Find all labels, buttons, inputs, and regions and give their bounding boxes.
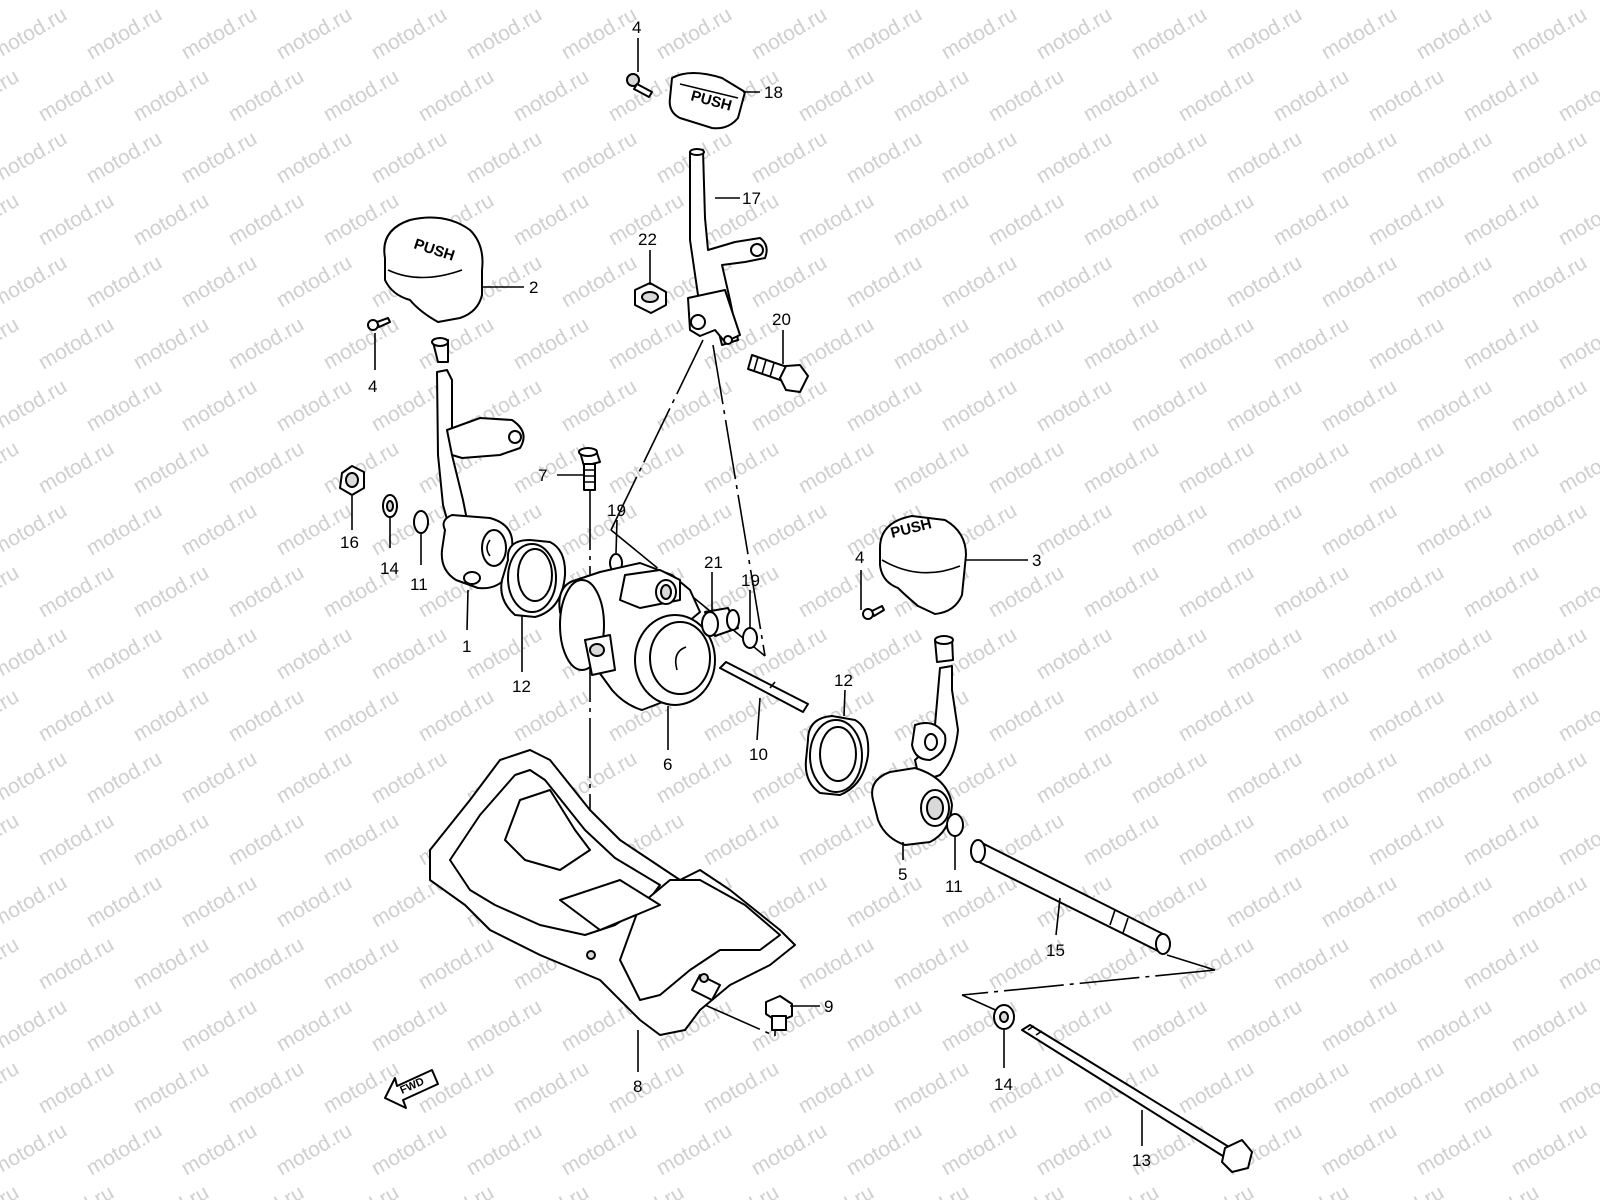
bolt-4-top [626,73,653,98]
shift-arm-5 [871,635,959,846]
knob-cover-18: PUSH [668,72,746,130]
knob-3: PUSH [879,515,967,615]
washer-14-left [382,494,398,518]
callout-6: 6 [663,755,672,774]
callout-14-left: 14 [380,559,399,578]
leader-lines [351,38,1143,1146]
callout-16: 16 [340,533,359,552]
bracket-8 [429,749,796,1036]
callout-labels: 4 18 17 22 2 20 4 7 19 16 14 11 1 12 21 … [340,18,1151,1170]
bolt-7 [578,447,601,491]
screw-4-right [862,605,885,620]
callout-17: 17 [742,189,761,208]
callout-4-right: 4 [855,548,864,567]
callout-2: 2 [529,278,538,297]
pipe-15 [970,839,1171,955]
callout-12-left: 12 [512,677,531,696]
callout-13: 13 [1132,1151,1151,1170]
o-ring-11-left [413,510,429,534]
callout-10: 10 [749,745,768,764]
callout-3: 3 [1032,551,1041,570]
callout-9: 9 [824,997,833,1016]
callout-1: 1 [462,637,471,656]
housing-6 [558,562,716,711]
bolt-9 [765,995,793,1031]
callout-4-left: 4 [368,377,377,396]
knob-2: PUSH [383,216,484,323]
collar-21 [701,607,740,637]
callout-7: 7 [538,466,547,485]
o-ring-11-right [946,813,964,837]
shift-arm-1 [431,337,525,590]
bolt-13 [1021,1024,1253,1173]
callout-20: 20 [772,310,791,329]
callout-21: 21 [704,553,723,572]
callout-11-left: 11 [410,575,428,594]
callout-19-left: 19 [607,501,626,520]
o-ring-19-right [742,627,758,649]
seal-12-left [500,539,567,618]
callout-4-top: 4 [632,18,641,37]
shaft-10 [719,661,809,713]
screw-4-left [367,317,391,331]
shift-lever-17 [687,148,768,346]
callout-14-right: 14 [994,1075,1013,1094]
seal-12-right [804,715,870,796]
nut-16 [339,465,365,496]
callout-15: 15 [1046,941,1065,960]
callout-19-right: 19 [741,571,760,590]
washer-14-right [993,1004,1015,1030]
callout-5: 5 [898,865,907,884]
bolt-20 [747,354,809,393]
callout-8: 8 [633,1077,642,1096]
callout-11-right: 11 [945,877,963,896]
callout-12-right: 12 [834,671,853,690]
callout-18: 18 [764,83,783,102]
fwd-arrow: FWD [384,1069,439,1109]
nut-22 [634,282,667,314]
callout-22: 22 [638,230,657,249]
